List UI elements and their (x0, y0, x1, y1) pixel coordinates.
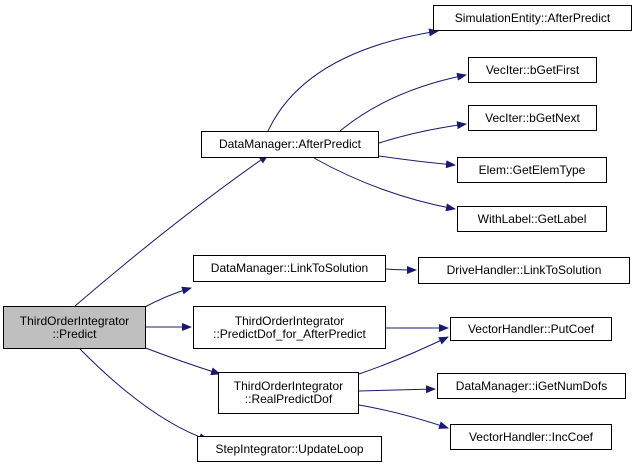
node-toi-pdof[interactable]: ThirdOrderIntegrator ::PredictDof_for_Af… (193, 306, 386, 349)
edge-root-to-dm_after (74, 154, 269, 307)
node-label: ThirdOrderIntegrator ::Predict (19, 313, 130, 341)
node-label: SimulationEntity::AfterPredict (454, 10, 611, 25)
node-toi-real[interactable]: ThirdOrderIntegrator ::RealPredictDof (218, 372, 359, 414)
node-vi-first[interactable]: VecIter::bGetFirst (468, 57, 597, 83)
node-label: DriveHandler::LinkToSolution (446, 263, 602, 277)
edge-dm_after-to-vi_next (378, 121, 467, 144)
node-elem-type[interactable]: Elem::GetElemType (457, 157, 607, 183)
edge-dm_after-to-vi_first (339, 72, 467, 132)
node-vi-next[interactable]: VecIter::bGetNext (468, 105, 597, 131)
edge-root-to-toi_real (142, 346, 221, 376)
node-dh-link[interactable]: DriveHandler::LinkToSolution (418, 257, 630, 284)
edge-toi_real-to-vh_inc (358, 404, 449, 429)
node-vh-inc[interactable]: VectorHandler::IncCoef (450, 424, 612, 450)
edge-dm_after-to-elem_type (378, 155, 456, 169)
node-dm-after[interactable]: DataManager::AfterPredict (201, 131, 379, 158)
edge-dm_after-to-se_after (267, 28, 439, 132)
node-label: Elem::GetElemType (478, 162, 586, 177)
node-wl-label[interactable]: WithLabel::GetLabel (457, 206, 607, 232)
edge-dm_link-to-dh_link (385, 265, 417, 274)
node-root: ThirdOrderIntegrator ::Predict (3, 306, 146, 349)
node-si-update[interactable]: StepIntegrator::UpdateLoop (197, 436, 382, 462)
node-label: VecIter::bGetNext (485, 110, 580, 125)
edge-root-to-si_update (79, 348, 209, 441)
edge-toi_real-to-vh_put (358, 336, 449, 375)
node-label: VectorHandler::IncCoef (468, 429, 594, 444)
node-dm-ndofs[interactable]: DataManager::iGetNumDofs (437, 373, 626, 399)
edges-layer (74, 28, 467, 441)
node-label: VecIter::bGetFirst (485, 62, 580, 77)
edge-toi_real-to-dm_ndofs (358, 385, 436, 394)
node-label: DataManager::LinkToSolution (210, 261, 369, 275)
edge-dm_after-to-wl_label (313, 157, 456, 212)
node-label: ThirdOrderIntegrator ::PredictDof_for_Af… (213, 313, 366, 341)
node-label: StepIntegrator::UpdateLoop (215, 441, 364, 456)
node-label: VectorHandler::PutCoef (467, 321, 595, 336)
node-label: WithLabel::GetLabel (477, 211, 587, 226)
node-label: DataManager::AfterPredict (218, 137, 362, 151)
edge-root-to-dm_link (142, 286, 192, 309)
node-label: DataManager::iGetNumDofs (455, 378, 608, 393)
node-label: ThirdOrderIntegrator ::RealPredictDof (233, 379, 344, 406)
node-dm-link[interactable]: DataManager::LinkToSolution (193, 255, 386, 282)
node-se-after[interactable]: SimulationEntity::AfterPredict (433, 5, 632, 31)
node-vh-put[interactable]: VectorHandler::PutCoef (450, 317, 612, 341)
